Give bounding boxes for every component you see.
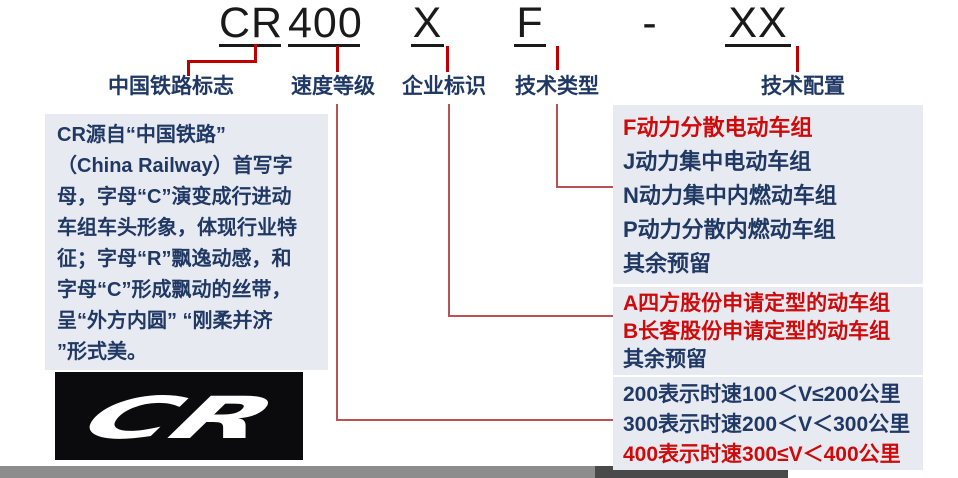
label-enterprise: 企业标识 xyxy=(402,75,486,98)
formula-separator: - xyxy=(642,0,658,47)
railway-mark-description-box: CR源自“中国铁路” （China Railway）首写字母，字母“C”演变成行进… xyxy=(45,114,328,370)
tech-type-code: N动力集中内燃动车组 xyxy=(623,183,837,208)
connector-enterprise-line xyxy=(448,104,450,316)
cr-logo-icon: CR xyxy=(55,372,303,460)
tech-type-code: J动力集中电动车组 xyxy=(623,149,812,174)
connector-speed-line xyxy=(336,104,338,420)
bottom-bar xyxy=(0,466,788,478)
connector-tech-type-tick xyxy=(556,46,559,70)
enterprise-code: B长客股份申请定型的动车组 xyxy=(623,320,891,343)
formula-railway-mark: CR xyxy=(219,0,284,47)
speed-code: 300表示时速200＜V＜300公里 xyxy=(623,413,911,436)
tech-type-code: P动力分散内燃动车组 xyxy=(623,217,836,242)
description-line: 母，字母“C”演变成行进动 xyxy=(57,186,292,208)
label-speed-grade: 速度等级 xyxy=(291,75,375,98)
description-line: ”形式美。 xyxy=(57,341,147,363)
speed-codes-box: 200表示时速100＜V≤200公里 300表示时速200＜V＜300公里 400表… xyxy=(613,377,923,470)
description-line: 呈“外方内圆” “刚柔并济 xyxy=(57,310,273,332)
description-line: CR源自“中国铁路” xyxy=(57,124,226,146)
formula-speed-grade: 400 xyxy=(288,0,363,47)
speed-code: 200表示时速100＜V≤200公里 xyxy=(623,383,901,406)
tech-type-codes-box: F动力分散电动车组 J动力集中电动车组 N动力集中内燃动车组 P动力分散内燃动车组其余… xyxy=(613,105,923,284)
description-line: 字母“C”形成飘动的丝带， xyxy=(57,279,292,301)
connector-railway-mark-line xyxy=(254,44,257,62)
description-line: 车组车头形象，体现行业特 xyxy=(57,217,297,239)
connector-railway-mark-line xyxy=(187,60,190,76)
connector-tech-config-tick xyxy=(796,46,799,72)
connector-speed-line xyxy=(336,419,613,421)
formula-tech-type: F xyxy=(514,0,546,47)
connector-tech-type-line xyxy=(556,104,558,187)
description-line: 征；字母“R”飘逸动感，和 xyxy=(57,248,292,270)
formula-enterprise: X xyxy=(411,0,444,47)
cr-logo: CR xyxy=(55,372,303,460)
formula-tech-config: XX xyxy=(725,0,791,47)
label-tech-type: 技术类型 xyxy=(515,75,599,98)
speed-code: 400表示时速300≤V＜400公里 xyxy=(623,443,901,466)
svg-text:CR: CR xyxy=(68,384,290,452)
description-line: （China Railway）首写字 xyxy=(57,155,293,177)
connector-tech-type-line xyxy=(556,186,613,188)
connector-speed-tick xyxy=(336,46,339,72)
tech-type-code: 其余预留 xyxy=(623,251,712,276)
label-tech-config: 技术配置 xyxy=(761,75,845,98)
connector-railway-mark-line xyxy=(187,60,257,63)
connector-enterprise-line xyxy=(448,315,613,317)
enterprise-code: A四方股份申请定型的动车组 xyxy=(623,292,891,315)
connector-enterprise-tick xyxy=(446,46,449,72)
label-railway-mark: 中国铁路标志 xyxy=(108,75,234,98)
enterprise-codes-box: A四方股份申请定型的动车组 B长客股份申请定型的动车组其余预留 xyxy=(613,287,923,375)
tech-type-code: F动力分散电动车组 xyxy=(623,115,813,140)
enterprise-code: 其余预留 xyxy=(623,348,707,371)
